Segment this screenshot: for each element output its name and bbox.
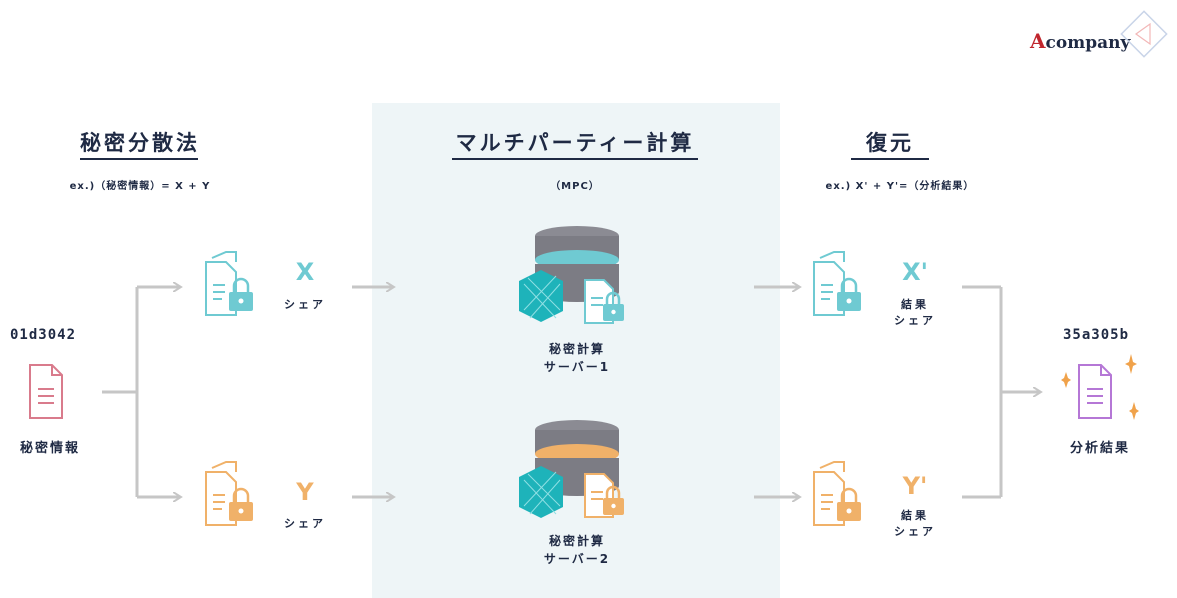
acompany-logo: Acompany — [1030, 29, 1130, 53]
output-label: 分析結果 — [1069, 441, 1130, 456]
server-to-result-arrows — [754, 287, 799, 497]
y-result-locked-document-icon — [813, 461, 861, 526]
mpc-panel-background — [372, 103, 780, 598]
logo-text: company — [1045, 33, 1131, 53]
server-1-icon — [519, 226, 624, 324]
y-result-label-2: シェア — [894, 525, 936, 538]
secret-sharing-title: 秘密分散法 — [80, 131, 200, 155]
y-result-letter: Y' — [902, 472, 928, 500]
y-share-label: シェア — [284, 517, 326, 530]
result-document-icon — [1061, 354, 1139, 420]
x-share-letter: X — [295, 258, 315, 286]
y-result-label-1: 結果 — [901, 509, 929, 522]
input-hash: 01d3042 — [10, 327, 77, 343]
input-label: 秘密情報 — [19, 441, 80, 456]
y-share-letter: Y — [296, 478, 314, 506]
restore-example: ex.) X' + Y'=（分析結果） — [825, 181, 975, 192]
x-share-label: シェア — [284, 298, 326, 311]
x-share-locked-document-icon — [205, 251, 253, 316]
server-1-label-2: サーバー1 — [543, 360, 611, 374]
server-2-label-1: 秘密計算 — [548, 534, 605, 548]
merge-connector — [962, 285, 1040, 499]
restore-title: 復元 — [866, 131, 914, 155]
output-hash: 35a305b — [1063, 327, 1130, 343]
server-2-icon — [519, 420, 624, 518]
y-share-locked-document-icon — [205, 461, 253, 526]
split-connector — [102, 287, 180, 497]
restore-title-underline — [851, 158, 929, 160]
secret-sharing-example: ex.)（秘密情報）= X + Y — [69, 181, 211, 192]
x-result-label-1: 結果 — [901, 298, 929, 311]
server-2-label-2: サーバー2 — [543, 552, 611, 566]
x-result-letter: X' — [902, 258, 928, 286]
share-to-server-arrows — [352, 287, 393, 497]
x-result-locked-document-icon — [813, 251, 861, 316]
x-result-label-2: シェア — [894, 314, 936, 327]
logo-mark: A — [1030, 29, 1046, 53]
secret-sharing-title-underline — [80, 158, 198, 160]
mpc-title: マルチパーティー計算 — [455, 131, 695, 155]
mpc-title-underline — [452, 158, 698, 160]
mpc-subtitle: （MPC） — [550, 181, 600, 192]
secret-document-icon — [29, 364, 63, 419]
server-1-label-1: 秘密計算 — [548, 342, 605, 356]
logo-diamond-icon — [1120, 10, 1168, 58]
